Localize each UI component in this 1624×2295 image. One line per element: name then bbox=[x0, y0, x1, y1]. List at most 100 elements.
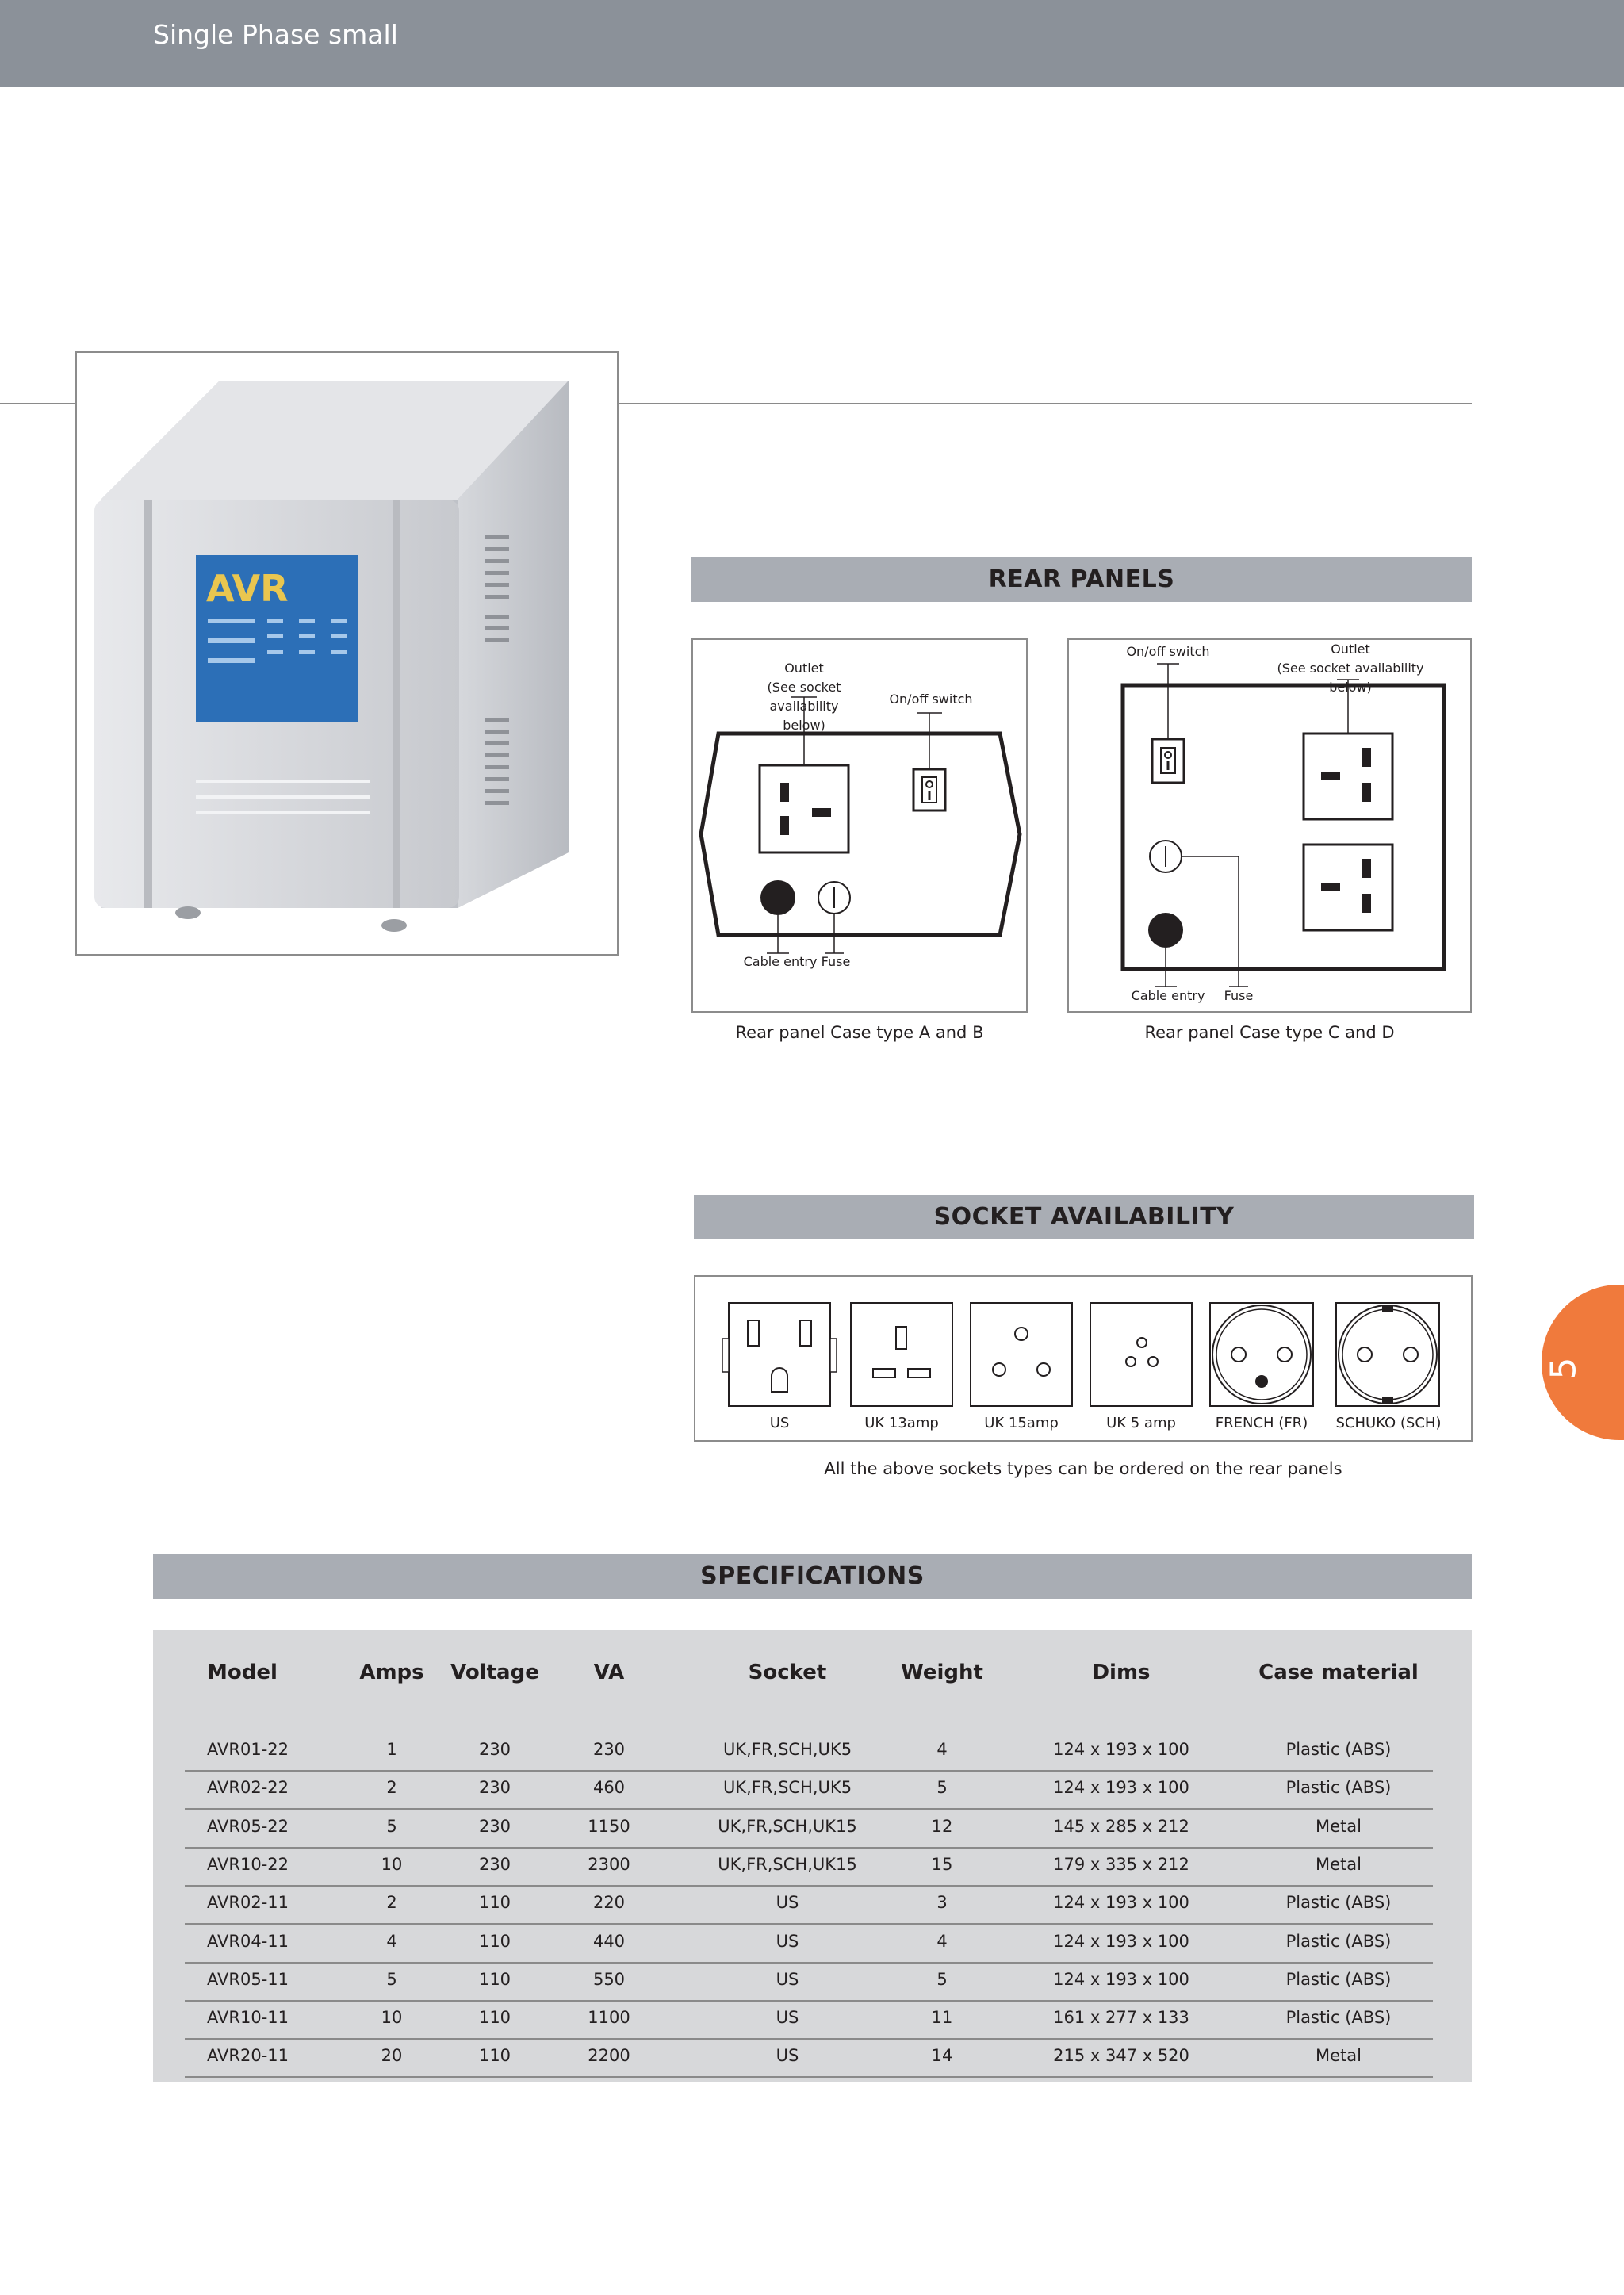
table-header-row: Model Amps Voltage VA Socket Weight Dims… bbox=[185, 1661, 1433, 1692]
table-cell: AVR10-11 bbox=[207, 2008, 289, 2028]
panel-logo-text: AVR bbox=[206, 567, 289, 610]
ab-fuse-label: Fuse bbox=[821, 954, 851, 969]
header-amps: Amps bbox=[359, 1661, 424, 1684]
ab-outlet-label-3: below) bbox=[783, 718, 825, 733]
uk-13amp-socket-icon bbox=[850, 1302, 953, 1407]
table-cell: 5 bbox=[936, 1778, 948, 1798]
cd-cable-label: Cable entry bbox=[1131, 988, 1205, 1003]
table-cell: AVR04-11 bbox=[207, 1931, 289, 1951]
specifications-table: Model Amps Voltage VA Socket Weight Dims… bbox=[153, 1630, 1472, 2082]
table-cell: Plastic (ABS) bbox=[1285, 1740, 1392, 1759]
socket-label-french: FRENCH (FR) bbox=[1215, 1415, 1308, 1431]
header-weight: Weight bbox=[901, 1661, 983, 1684]
table-cell: 110 bbox=[478, 2008, 511, 2028]
table-cell: 110 bbox=[478, 1931, 511, 1951]
table-cell: 230 bbox=[478, 1854, 511, 1874]
table-cell: 14 bbox=[931, 2046, 953, 2066]
table-cell: US bbox=[776, 1893, 799, 1913]
table-cell: 5 bbox=[386, 1969, 397, 1989]
ab-outlet-label-2: (See socket availability bbox=[767, 680, 841, 714]
table-cell: 145 x 285 x 212 bbox=[1053, 1816, 1189, 1836]
socket-label-us: US bbox=[769, 1415, 790, 1431]
table-cell: AVR01-22 bbox=[207, 1740, 289, 1759]
rear-panel-cd-caption: Rear panel Case type C and D bbox=[1144, 1023, 1395, 1042]
table-cell: Metal bbox=[1316, 2046, 1362, 2066]
header-case-material: Case material bbox=[1258, 1661, 1419, 1684]
table-cell: 230 bbox=[592, 1740, 626, 1759]
table-cell: 10 bbox=[381, 2008, 403, 2028]
table-cell: 5 bbox=[936, 1969, 948, 1989]
uk-15amp-socket-icon bbox=[970, 1302, 1073, 1407]
table-cell: UK,FR,SCH,UK5 bbox=[722, 1740, 852, 1759]
cd-outlet-label-1: Outlet bbox=[1331, 642, 1370, 657]
header-va: VA bbox=[593, 1661, 625, 1684]
table-cell: 179 x 335 x 212 bbox=[1053, 1854, 1189, 1874]
us-socket-icon bbox=[722, 1302, 837, 1407]
socket-availability-title: SOCKET AVAILABILITY bbox=[694, 1195, 1474, 1239]
table-cell: AVR02-11 bbox=[207, 1893, 289, 1913]
table-cell: Plastic (ABS) bbox=[1285, 1778, 1392, 1798]
divider-right bbox=[619, 403, 1472, 404]
table-cell: 2 bbox=[386, 1893, 397, 1913]
divider-left bbox=[0, 403, 75, 404]
ab-cable-label: Cable entry bbox=[743, 954, 818, 969]
header-dims: Dims bbox=[1092, 1661, 1151, 1684]
socket-types-panel: US UK 13amp UK 15amp UK 5 amp FRENCH (FR… bbox=[694, 1275, 1473, 1442]
rear-panel-ab-caption: Rear panel Case type A and B bbox=[735, 1023, 984, 1042]
ab-switch-label: On/off switch bbox=[889, 692, 973, 707]
table-cell: 2200 bbox=[588, 2046, 630, 2066]
schuko-socket-icon bbox=[1335, 1302, 1440, 1407]
table-cell: Plastic (ABS) bbox=[1285, 1969, 1392, 1989]
table-cell: 110 bbox=[478, 1893, 511, 1913]
table-cell: AVR02-22 bbox=[207, 1778, 289, 1798]
table-cell: 124 x 193 x 100 bbox=[1053, 1893, 1189, 1913]
table-cell: AVR10-22 bbox=[207, 1854, 289, 1874]
table-cell: Plastic (ABS) bbox=[1285, 1893, 1392, 1913]
table-cell: 1100 bbox=[588, 2008, 630, 2028]
table-cell: 2 bbox=[386, 1778, 397, 1798]
table-cell: 4 bbox=[386, 1931, 397, 1951]
socket-label-uk5: UK 5 amp bbox=[1106, 1415, 1176, 1431]
header-socket: Socket bbox=[748, 1661, 827, 1684]
table-cell: 3 bbox=[936, 1893, 948, 1913]
specifications-title: SPECIFICATIONS bbox=[153, 1554, 1472, 1599]
header-bar bbox=[0, 0, 1624, 87]
page-number: 5 bbox=[1543, 1357, 1584, 1380]
cd-switch-label: On/off switch bbox=[1126, 644, 1210, 659]
table-cell: UK,FR,SCH,UK5 bbox=[722, 1778, 852, 1798]
table-cell: Plastic (ABS) bbox=[1285, 1931, 1392, 1951]
table-cell: 1150 bbox=[588, 1816, 630, 1836]
table-cell: AVR20-11 bbox=[207, 2046, 289, 2066]
table-cell: Metal bbox=[1316, 1854, 1362, 1874]
socket-note: All the above sockets types can be order… bbox=[824, 1459, 1342, 1478]
table-cell: 550 bbox=[592, 1969, 626, 1989]
table-cell: 124 x 193 x 100 bbox=[1053, 1778, 1189, 1798]
table-cell: UK,FR,SCH,UK15 bbox=[718, 1854, 857, 1874]
rear-panel-cd-diagram: On/off switch Outlet (See socket availab… bbox=[1067, 638, 1472, 1013]
table-cell: 440 bbox=[592, 1931, 626, 1951]
table-cell: US bbox=[776, 1931, 799, 1951]
table-cell: UK,FR,SCH,UK15 bbox=[718, 1816, 857, 1836]
cd-fuse-label: Fuse bbox=[1224, 988, 1254, 1003]
table-cell: 110 bbox=[478, 1969, 511, 1989]
socket-label-schuko: SCHUKO (SCH) bbox=[1335, 1415, 1442, 1431]
header-voltage: Voltage bbox=[450, 1661, 539, 1684]
cd-outlet-label-2: (See socket availability below) bbox=[1277, 661, 1424, 695]
product-image: AVR bbox=[75, 351, 619, 956]
table-cell: 230 bbox=[478, 1778, 511, 1798]
page-header-title: Single Phase small bbox=[153, 19, 398, 50]
table-cell: 230 bbox=[478, 1740, 511, 1759]
table-cell: 11 bbox=[931, 2008, 953, 2028]
table-cell: 20 bbox=[381, 2046, 403, 2066]
table-cell: 12 bbox=[931, 1816, 953, 1836]
uk-5amp-socket-icon bbox=[1090, 1302, 1193, 1407]
table-cell: AVR05-22 bbox=[207, 1816, 289, 1836]
table-cell: 460 bbox=[592, 1778, 626, 1798]
